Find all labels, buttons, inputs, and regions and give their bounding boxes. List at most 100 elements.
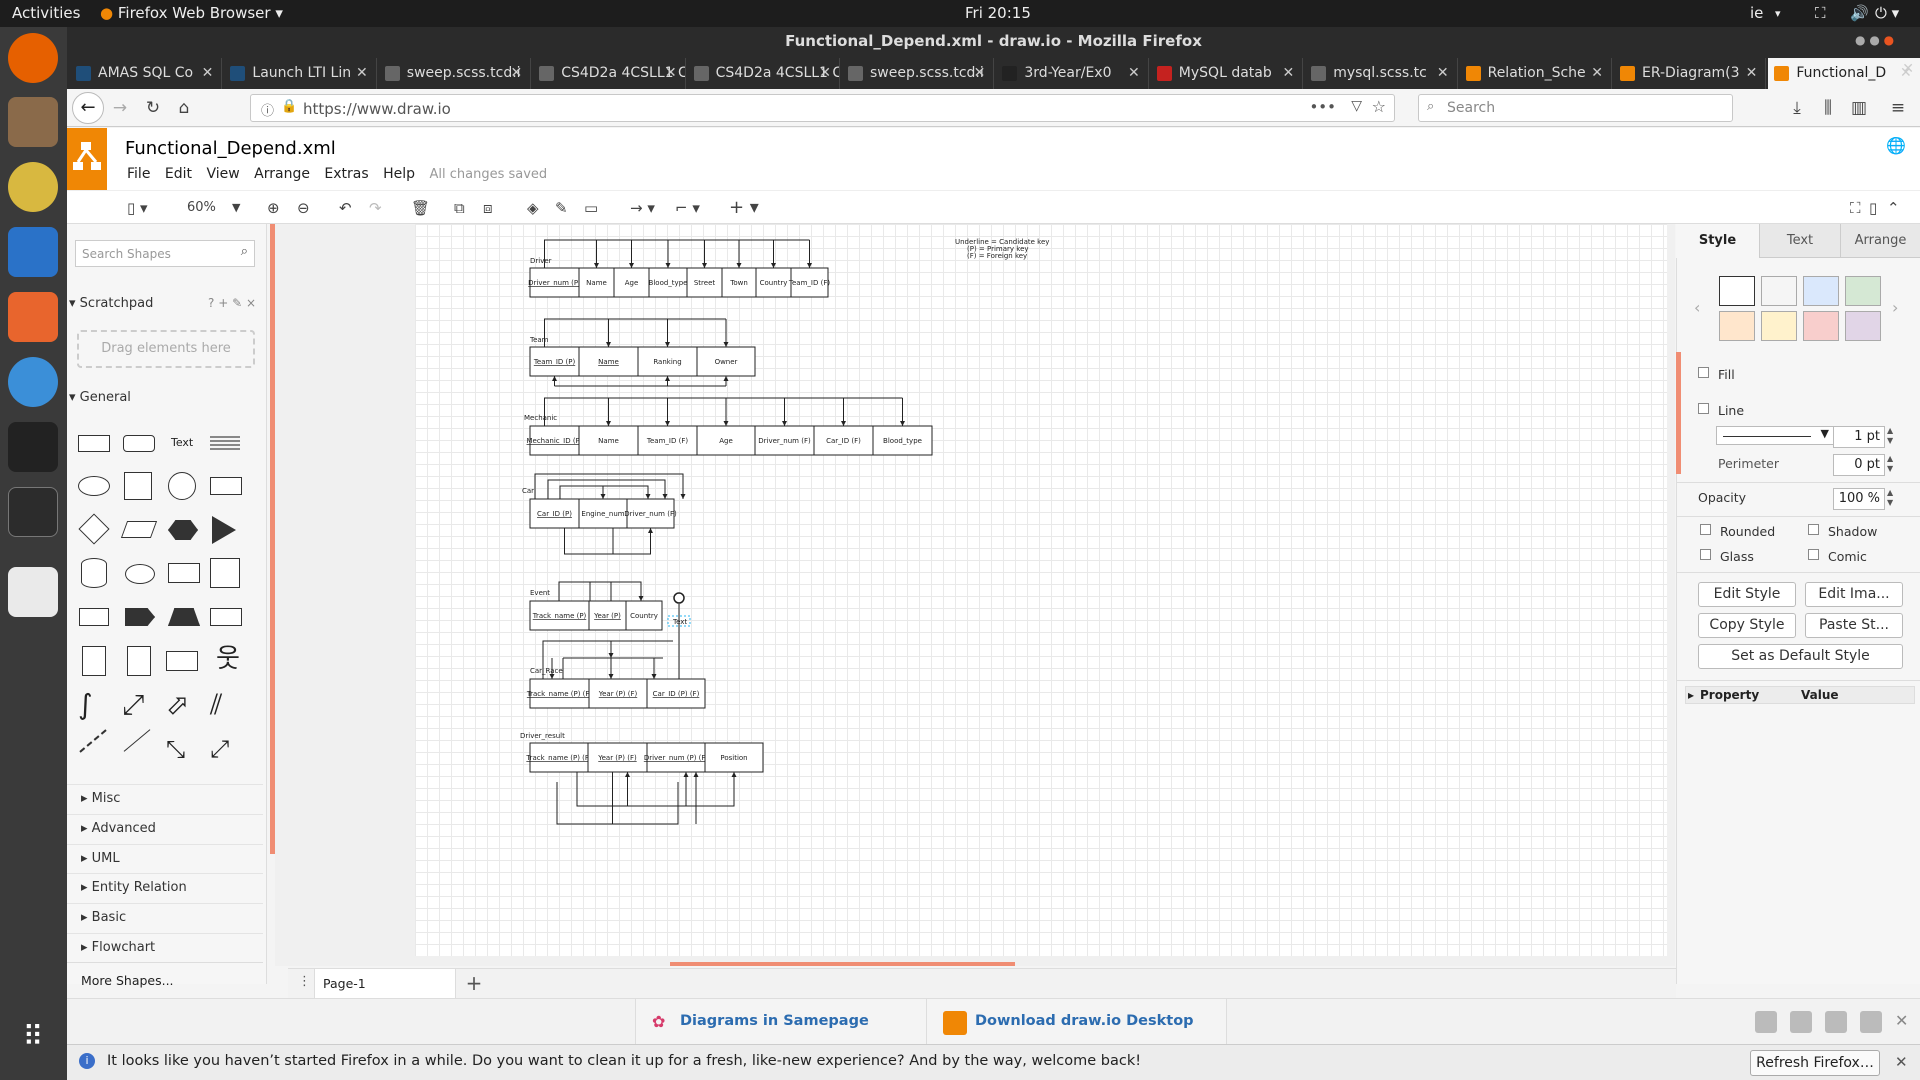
arrowhead[interactable] bbox=[683, 772, 689, 777]
to-front-icon[interactable]: ⧉ bbox=[454, 199, 465, 217]
er-attribute-cell[interactable] bbox=[813, 425, 874, 456]
er-attribute-label[interactable]: Track_name (P) (F) bbox=[525, 754, 592, 762]
edit-image-button[interactable]: Edit Ima... bbox=[1805, 582, 1903, 607]
color-swatch[interactable] bbox=[1845, 311, 1881, 341]
menu-extras[interactable]: Extras bbox=[324, 166, 369, 182]
home-button[interactable]: ⌂ bbox=[178, 98, 190, 118]
perimeter-input[interactable]: 0 pt bbox=[1833, 454, 1885, 476]
color-swatch[interactable] bbox=[1803, 311, 1839, 341]
shadow-icon[interactable]: ▭ bbox=[584, 199, 599, 217]
er-attribute-label[interactable]: Driver_num (F) bbox=[624, 510, 677, 518]
waypoints-icon[interactable]: ⌐ ▾ bbox=[675, 199, 700, 217]
er-table-name[interactable]: Driver_result bbox=[520, 732, 565, 740]
section-advanced[interactable]: ▸ Advanced bbox=[67, 814, 263, 842]
color-swatch[interactable] bbox=[1719, 276, 1755, 306]
er-attribute-label[interactable]: Team_ID (P) bbox=[533, 358, 576, 366]
browser-tab[interactable]: Functional_D✕ bbox=[1768, 58, 1920, 89]
er-table-name[interactable]: Car_Race bbox=[530, 667, 563, 675]
arrowhead[interactable] bbox=[552, 376, 557, 381]
link-shape[interactable]: ⫽ bbox=[210, 688, 223, 721]
tab-arrange[interactable]: Arrange bbox=[1840, 224, 1920, 258]
arrowhead[interactable] bbox=[594, 263, 599, 268]
er-attribute-label[interactable]: Team_ID (F) bbox=[646, 437, 688, 445]
downloads-icon[interactable]: ⤓ bbox=[1793, 98, 1801, 118]
close-tab-icon[interactable]: ✕ bbox=[1745, 65, 1758, 81]
scratchpad-header[interactable]: ▾ Scratchpad? + ✎ × bbox=[69, 296, 256, 311]
power-icon[interactable]: ⏻ ▾ bbox=[1875, 4, 1900, 22]
to-back-icon[interactable]: ⧈ bbox=[483, 199, 493, 217]
samepage-link[interactable]: ✿ Diagrams in Samepage bbox=[635, 999, 927, 1045]
er-attribute-cell[interactable] bbox=[588, 600, 627, 631]
browser-tab[interactable]: ER-Diagram(3✕ bbox=[1614, 58, 1767, 89]
color-swatch[interactable] bbox=[1761, 311, 1797, 341]
arrowhead[interactable] bbox=[645, 494, 651, 499]
fd-arrow[interactable] bbox=[576, 772, 735, 807]
card-shape[interactable] bbox=[127, 646, 151, 676]
fill-checkbox[interactable] bbox=[1698, 367, 1709, 378]
arrowhead[interactable] bbox=[662, 494, 668, 499]
er-table-name[interactable]: Mechanic bbox=[524, 414, 557, 422]
tab-text[interactable]: Text bbox=[1759, 224, 1840, 258]
copy-style-button[interactable]: Copy Style bbox=[1698, 613, 1796, 638]
arrowhead[interactable] bbox=[606, 342, 611, 347]
fd-arrow[interactable] bbox=[542, 640, 673, 679]
er-table-name[interactable]: Event bbox=[530, 589, 550, 597]
er-attribute-cell[interactable] bbox=[704, 742, 764, 773]
menu-file[interactable]: File bbox=[127, 166, 151, 182]
arrowhead[interactable] bbox=[900, 421, 905, 426]
er-attribute-label[interactable]: Car_ID (F) bbox=[826, 437, 861, 445]
fill-color-icon[interactable]: ◈ bbox=[527, 199, 539, 217]
rounded-checkbox[interactable] bbox=[1700, 524, 1711, 535]
er-attribute-cell[interactable] bbox=[646, 742, 706, 773]
er-attribute-cell[interactable] bbox=[529, 742, 589, 773]
delete-icon[interactable]: 🗑 bbox=[411, 199, 431, 217]
connection-icon[interactable]: → ▾ bbox=[630, 199, 655, 217]
tab-style[interactable]: Style bbox=[1676, 224, 1759, 258]
library-icon[interactable]: ⫼ bbox=[1824, 98, 1832, 118]
close-icon[interactable]: ● bbox=[1883, 33, 1895, 47]
er-attribute-label[interactable]: Blood_type bbox=[649, 279, 688, 287]
tab-page-1[interactable]: Page-1 bbox=[314, 969, 456, 998]
er-attribute-label[interactable]: Name bbox=[586, 279, 607, 287]
er-attribute-cell[interactable] bbox=[637, 425, 698, 456]
arrowhead[interactable] bbox=[723, 421, 729, 426]
er-attribute-label[interactable]: Ranking bbox=[653, 358, 681, 366]
er-attribute-cell[interactable] bbox=[529, 498, 580, 529]
swatch-prev-icon[interactable]: ‹ bbox=[1694, 298, 1701, 317]
firefox-icon[interactable] bbox=[8, 33, 58, 83]
add-page-icon[interactable]: + bbox=[465, 971, 483, 995]
browser-tab[interactable]: Relation_Sche✕ bbox=[1460, 58, 1612, 89]
arrowhead[interactable] bbox=[807, 263, 812, 268]
rectangle-shape[interactable] bbox=[78, 435, 110, 452]
cloud-shape[interactable] bbox=[125, 564, 155, 584]
writer-icon[interactable] bbox=[8, 227, 58, 277]
process-shape[interactable] bbox=[210, 477, 242, 495]
arrowhead[interactable] bbox=[651, 674, 657, 679]
close-tab-icon[interactable]: ✕ bbox=[510, 65, 523, 81]
er-attribute-label[interactable]: Name bbox=[598, 358, 619, 366]
section-misc[interactable]: ▸ Misc bbox=[67, 784, 263, 812]
activities-button[interactable]: Activities bbox=[12, 4, 81, 22]
more-shapes-button[interactable]: More Shapes... bbox=[67, 962, 263, 998]
terminal-icon[interactable] bbox=[8, 487, 58, 537]
color-swatch[interactable] bbox=[1803, 276, 1839, 306]
close-tab-icon[interactable]: ✕ bbox=[819, 65, 831, 81]
search-icon[interactable]: ⌕ bbox=[240, 244, 248, 259]
color-swatch[interactable] bbox=[1719, 311, 1755, 341]
line-width-input[interactable]: 1 pt bbox=[1833, 426, 1885, 448]
arrowhead[interactable] bbox=[625, 772, 630, 777]
hexagon-shape[interactable] bbox=[168, 520, 198, 540]
er-attribute-label[interactable]: Street bbox=[694, 279, 716, 287]
rhythmbox-icon[interactable] bbox=[8, 162, 58, 212]
menu-view[interactable]: View bbox=[206, 166, 240, 182]
fd-arrow[interactable] bbox=[559, 485, 649, 499]
sidebar-splitter[interactable] bbox=[270, 224, 275, 854]
er-attribute-label[interactable]: Name bbox=[598, 437, 619, 445]
er-attribute-cell[interactable] bbox=[872, 425, 933, 456]
bidirectional-arrow-shape[interactable]: ⤢ bbox=[122, 688, 145, 721]
er-attribute-label[interactable]: Driver_num (P) bbox=[528, 279, 581, 287]
forward-button[interactable]: → bbox=[112, 98, 128, 118]
section-flowchart[interactable]: ▸ Flowchart bbox=[67, 933, 263, 961]
er-attribute-label[interactable]: Driver_num (P) (F) bbox=[644, 754, 709, 762]
arrowhead[interactable] bbox=[606, 421, 611, 426]
